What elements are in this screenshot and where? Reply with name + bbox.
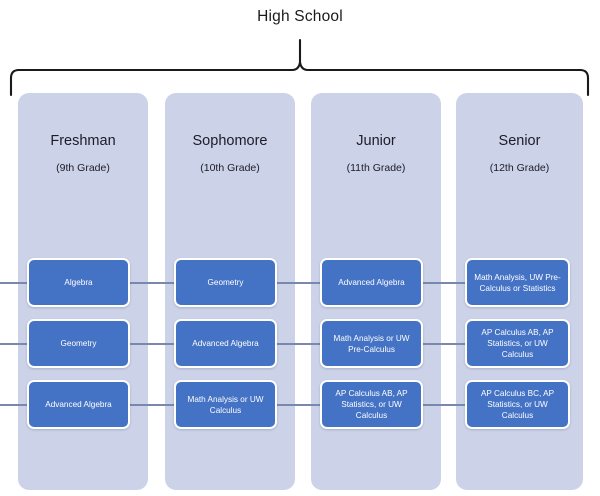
course-box-junior-row2[interactable]: Math Analysis or UW Pre-Calculus [320, 319, 423, 368]
course-label: Math Analysis or UW Calculus [187, 394, 264, 415]
column-header-sophomore: Sophomore (10th Grade) [165, 131, 295, 176]
course-label: Math Analysis or UW Pre-Calculus [333, 333, 410, 354]
column-grade-senior: (12th Grade) [489, 162, 550, 174]
column-grade-sophomore: (10th Grade) [200, 162, 260, 174]
column-header-senior: Senior (12th Grade) [456, 131, 583, 176]
connector-row1-col1-col2 [128, 282, 177, 284]
course-box-freshman-row3[interactable]: Advanced Algebra [27, 380, 130, 429]
connector-row1-lead-in [0, 282, 30, 284]
course-label: Math Analysis, UW Pre-Calculus or Statis… [474, 272, 561, 293]
course-box-sophomore-row2[interactable]: Advanced Algebra [174, 319, 277, 368]
course-box-senior-row2[interactable]: AP Calculus AB, AP Statistics, or UW Cal… [465, 319, 570, 368]
connector-row1-col3-col4 [421, 282, 468, 284]
column-grade-freshman: (9th Grade) [56, 162, 110, 174]
course-label: Advanced Algebra [338, 278, 405, 287]
column-header-freshman: Freshman (9th Grade) [18, 131, 148, 176]
course-label: Geometry [207, 278, 244, 287]
connector-row1-col2-col3 [275, 282, 323, 284]
course-box-senior-row3[interactable]: AP Calculus BC, AP Statistics, or UW Cal… [465, 380, 570, 429]
connector-row3-col1-col2 [128, 404, 177, 406]
connector-row3-col2-col3 [275, 404, 323, 406]
connector-row3-col3-col4 [421, 404, 468, 406]
course-label: AP Calculus BC, AP Statistics, or UW Cal… [480, 389, 555, 420]
column-title-sophomore: Sophomore [192, 133, 268, 149]
course-label: Algebra [64, 278, 93, 287]
course-box-junior-row3[interactable]: AP Calculus AB, AP Statistics, or UW Cal… [320, 380, 423, 429]
connector-row2-col2-col3 [275, 343, 323, 345]
course-label: AP Calculus AB, AP Statistics, or UW Cal… [335, 389, 408, 420]
course-box-freshman-row2[interactable]: Geometry [27, 319, 130, 368]
connector-row2-col1-col2 [128, 343, 177, 345]
course-label: AP Calculus AB, AP Statistics, or UW Cal… [481, 328, 554, 359]
course-label: Advanced Algebra [192, 339, 259, 348]
course-box-junior-row1[interactable]: Advanced Algebra [320, 258, 423, 307]
course-label: Advanced Algebra [45, 400, 112, 409]
course-box-freshman-row1[interactable]: Algebra [27, 258, 130, 307]
page-title: High School [257, 8, 343, 25]
connector-row3-lead-in [0, 404, 30, 406]
course-box-senior-row1[interactable]: Math Analysis, UW Pre-Calculus or Statis… [465, 258, 570, 307]
course-label: Geometry [60, 339, 97, 348]
column-title-senior: Senior [498, 133, 541, 149]
course-box-sophomore-row3[interactable]: Math Analysis or UW Calculus [174, 380, 277, 429]
course-box-sophomore-row1[interactable]: Geometry [174, 258, 277, 307]
column-title-junior: Junior [356, 133, 396, 149]
column-grade-junior: (11th Grade) [346, 162, 406, 174]
connector-row2-col3-col4 [421, 343, 468, 345]
connector-row2-lead-in [0, 343, 30, 345]
column-header-junior: Junior (11th Grade) [311, 131, 441, 176]
column-title-freshman: Freshman [50, 133, 116, 149]
